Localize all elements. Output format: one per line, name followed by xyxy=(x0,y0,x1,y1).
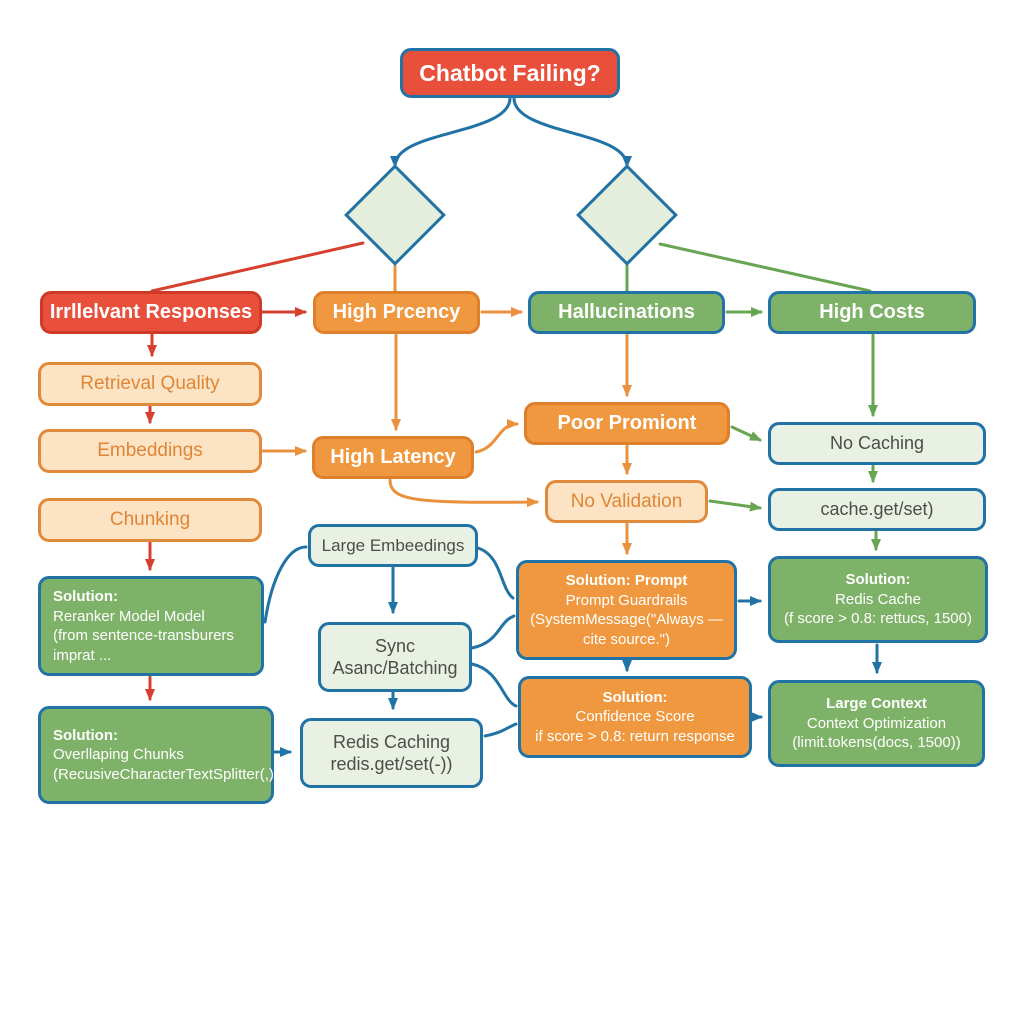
node-chatbot-failing: Chatbot Failing? xyxy=(400,48,620,98)
node-solution-redis-cache: Solution: Redis Cache (f score > 0.8: re… xyxy=(768,556,988,643)
node-solution-prompt-guardrails: Solution: Prompt Prompt Guardrails (Syst… xyxy=(516,560,737,660)
diamond-shape xyxy=(576,164,678,266)
node-retrieval-quality: Retrieval Quality xyxy=(38,362,262,406)
solution-heading: Solution: xyxy=(602,688,668,706)
arrows-orange xyxy=(261,261,632,555)
node-no-validation: No Validation xyxy=(545,480,708,523)
decision-diamond-left xyxy=(344,164,446,266)
node-label: High Costs xyxy=(819,301,925,323)
node-solution-reranker: Solution: Reranker Model Model (from sen… xyxy=(38,576,264,676)
node-large-embeedings: Large Embeedings xyxy=(308,524,478,567)
arrows-blue xyxy=(263,96,882,757)
node-label: Confidence Score xyxy=(575,708,695,726)
node-label: Large Embeedings xyxy=(321,535,465,555)
solution-heading: Large Context xyxy=(826,695,927,713)
node-label: Poor Promiont xyxy=(557,412,697,434)
node-label: No Validation xyxy=(570,490,683,512)
node-label: Overllaping Chunks xyxy=(53,746,184,764)
node-high-latency: High Latency xyxy=(312,436,474,479)
node-label: Embeddings xyxy=(97,440,203,462)
node-large-context-optimization: Large Context Context Optimization (limi… xyxy=(768,680,985,767)
solution-heading: Solution: xyxy=(53,588,118,605)
node-irrelevant-responses: Irrllelvant Responses xyxy=(40,291,262,334)
node-label: High Latency xyxy=(330,446,456,468)
node-label: (limit.tokens(docs, 1500)) xyxy=(792,734,961,752)
node-label: Context Optimization xyxy=(806,714,947,732)
decision-diamond-right xyxy=(576,164,678,266)
node-no-caching: No Caching xyxy=(768,422,986,465)
node-label: High Prcency xyxy=(332,301,461,323)
node-poor-promiont: Poor Promiont xyxy=(524,402,730,445)
node-embeddings: Embeddings xyxy=(38,429,262,473)
node-cache-get-set: cache.get/set) xyxy=(768,488,986,531)
node-label: Retrieval Quality xyxy=(80,373,220,395)
arrows-green xyxy=(625,242,881,551)
node-label: Sync xyxy=(374,635,416,656)
node-label: Asanc/Batching xyxy=(332,658,458,678)
node-label: (RecusiveCharacterTextSplitter(,) xyxy=(53,765,274,783)
node-label: Hallucinations xyxy=(558,301,695,323)
node-label: Irrllelvant Responses xyxy=(49,301,253,323)
node-label: (from sentence-transburers xyxy=(53,627,234,644)
node-sync-asanc-batching: Sync Asanc/Batching xyxy=(318,622,472,692)
solution-heading: Solution: xyxy=(845,571,911,589)
node-solution-confidence-score: Solution: Confidence Score if score > 0.… xyxy=(518,676,752,758)
solution-heading: Solution: Prompt xyxy=(565,572,688,589)
node-redis-caching: Redis Caching redis.get/set(-)) xyxy=(300,718,483,788)
node-label: No Caching xyxy=(829,433,925,454)
node-solution-overllaping-chunks: Solution: Overllaping Chunks (RecusiveCh… xyxy=(38,706,274,804)
node-label: if score > 0.8: return response xyxy=(535,727,735,745)
node-label: Reranker Model Model xyxy=(53,607,205,625)
node-high-prcency: High Prcency xyxy=(313,291,480,334)
solution-heading: Solution: xyxy=(53,726,118,744)
node-label: (f score > 0.8: rettucs, 1500) xyxy=(783,610,972,628)
node-label: Chunking xyxy=(109,509,191,531)
arrows-red xyxy=(145,241,365,701)
node-hallucinations: Hallucinations xyxy=(528,291,725,334)
node-chatbot-failing-label: Chatbot Failing? xyxy=(419,59,601,86)
node-label: (SystemMessage("Always — xyxy=(530,611,723,628)
node-label: redis.get/set(-)) xyxy=(330,754,453,774)
node-high-costs: High Costs xyxy=(768,291,976,334)
node-label: Redis Caching xyxy=(332,731,451,752)
node-label: Prompt Guardrails xyxy=(565,591,688,609)
diamond-shape xyxy=(344,164,446,266)
node-label: Redis Cache xyxy=(835,590,921,608)
node-chunking: Chunking xyxy=(38,498,262,542)
node-label: cite source.") xyxy=(582,630,671,648)
node-label: imprat ... xyxy=(53,646,112,664)
node-label: cache.get/set) xyxy=(820,499,934,520)
